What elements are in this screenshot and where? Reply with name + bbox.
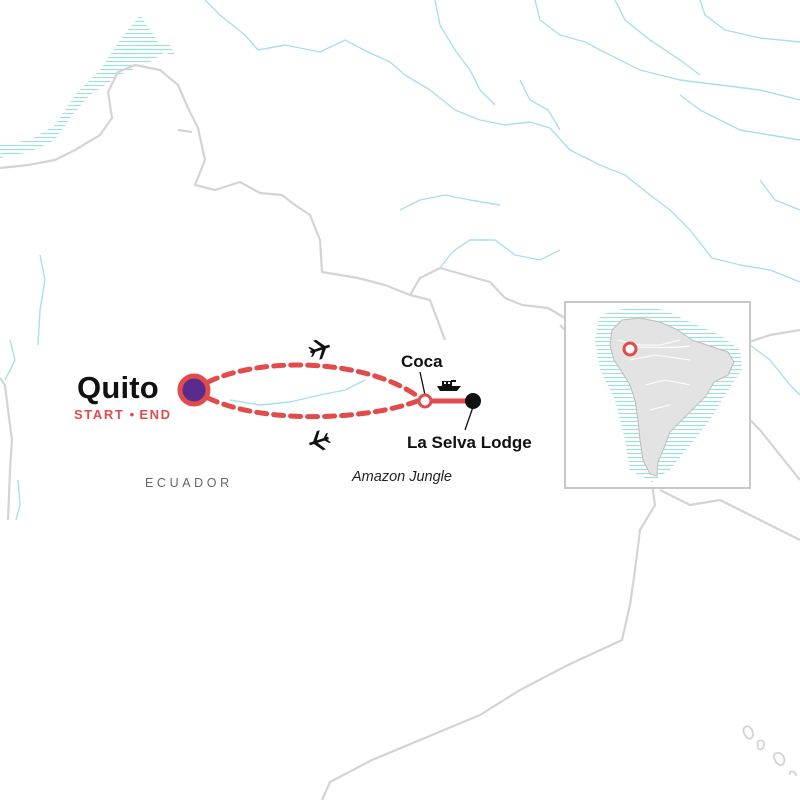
start-end-label: START • END xyxy=(74,407,172,422)
quito-label: Quito xyxy=(77,370,159,405)
country-label: ECUADOR xyxy=(145,476,233,490)
la-selva-leader-line xyxy=(464,406,474,431)
airplane-icon xyxy=(307,339,330,360)
start-label: START xyxy=(74,407,125,422)
airplane-icon xyxy=(309,430,332,451)
islands xyxy=(742,725,797,777)
boat-icon xyxy=(437,380,461,391)
quito-marker[interactable] xyxy=(177,373,211,407)
coastal-water-hatching-north xyxy=(115,40,175,65)
coastal-water-hatching xyxy=(0,15,165,158)
location-ring-icon xyxy=(622,341,638,357)
rivers xyxy=(4,0,800,521)
inset-borders xyxy=(617,339,691,411)
end-label: END xyxy=(139,407,172,422)
region-label: Amazon Jungle xyxy=(352,469,452,485)
la-selva-lodge-marker[interactable] xyxy=(465,393,481,409)
coca-leader-line xyxy=(419,371,426,396)
coca-label: Coca xyxy=(401,352,443,371)
la-selva-lodge-label: La Selva Lodge xyxy=(407,433,532,452)
flight-route-outbound xyxy=(205,362,423,401)
flight-route-return xyxy=(205,395,423,420)
inset-map xyxy=(564,301,751,489)
coca-marker[interactable] xyxy=(417,393,433,409)
start-end-separator: • xyxy=(129,407,135,422)
